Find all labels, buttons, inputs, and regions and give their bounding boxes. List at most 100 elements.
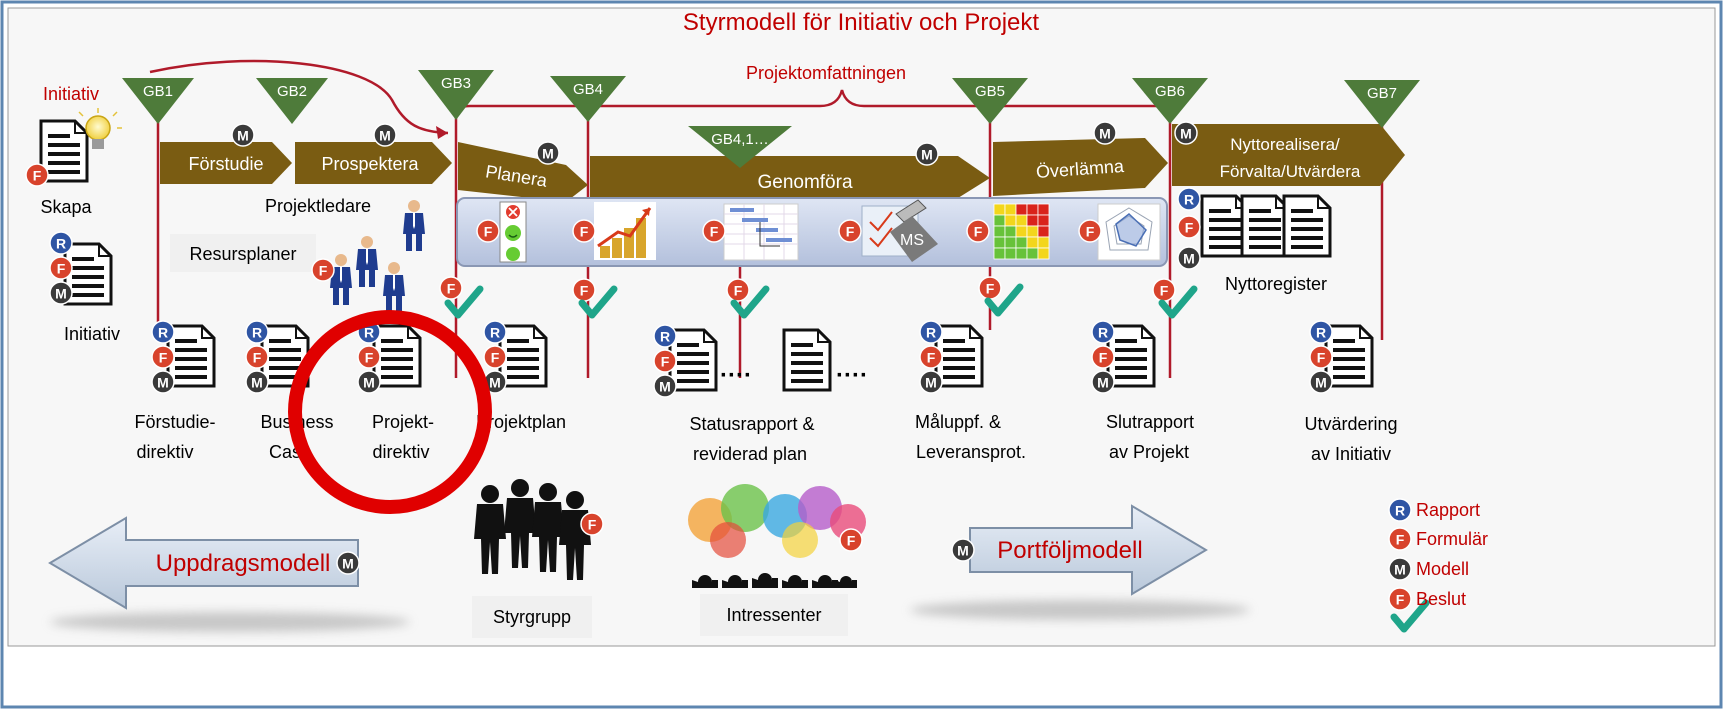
risk-matrix-cell [1004, 203, 1017, 216]
gate-gb4-1: GB4,1… [711, 131, 769, 148]
risk-matrix-cell [1004, 225, 1017, 238]
doc-label-6a: Måluppf. & [915, 412, 1001, 432]
risk-matrix-cell [993, 236, 1006, 249]
phase-planera [458, 142, 588, 202]
risk-matrix-cell [1037, 247, 1050, 260]
status-smiley-icon [499, 201, 527, 263]
doc-label-3b: direktiv [372, 442, 429, 462]
phase-label-prospektera: Prospektera [321, 154, 419, 174]
arrow-shadow-right [910, 600, 1250, 620]
resursplaner-label: Resursplaner [189, 244, 296, 264]
risk-matrix-cell [1026, 247, 1039, 260]
doc-label-3a: Projekt- [372, 412, 434, 432]
initiativ-doc-label: Initiativ [64, 324, 120, 344]
doc-label-1b: direktiv [136, 442, 193, 462]
intressenter-crowd-icon [688, 484, 866, 588]
phase-overlamna [993, 138, 1168, 196]
document-slutrapport [1091, 320, 1156, 394]
document-projektplan [483, 320, 548, 394]
doc-label-5b: reviderad plan [693, 444, 807, 464]
gb1-to-gb3-arrow [149, 59, 449, 135]
doc-label-8a: Utvärdering [1304, 414, 1397, 434]
portfoljmodell-label: Portföljmodell [997, 537, 1142, 564]
legend-beslut: Beslut [1416, 589, 1466, 609]
risk-matrix-cell [1015, 225, 1028, 238]
ms-label: MS [900, 232, 924, 249]
gate-gb2: GB2 [277, 83, 307, 100]
risk-matrix-cell [1015, 203, 1028, 216]
arrow-shadow [50, 612, 410, 632]
intressenter-label: Intressenter [726, 605, 821, 625]
doc-label-6b: Leveransprot. [916, 442, 1026, 462]
risk-matrix-cell [993, 203, 1006, 216]
highlight-circle [288, 310, 492, 514]
resursplaner-box [170, 234, 316, 272]
risk-matrix-cell [993, 247, 1006, 260]
legend-rapport: Rapport [1416, 500, 1480, 520]
projektledare-label: Projektledare [265, 196, 371, 216]
risk-matrix-cell [1037, 203, 1050, 216]
risk-matrix-cell [1004, 214, 1017, 227]
risk-matrix-cell [1037, 236, 1050, 249]
tools-panel [456, 197, 1168, 267]
risk-matrix-cell [1015, 214, 1028, 227]
risk-matrix-cell [1026, 225, 1039, 238]
doc-label-7a: Slutrapport [1106, 412, 1194, 432]
styrgrupp-label: Styrgrupp [493, 607, 571, 627]
svg-text:····: ···· [720, 362, 752, 389]
legend-formular: Formulär [1416, 529, 1488, 549]
gate-gb6: GB6 [1155, 83, 1185, 100]
doc-label-7b: av Projekt [1109, 442, 1189, 462]
phase-genomfora [590, 156, 990, 198]
risk-matrix-cell [1004, 236, 1017, 249]
initiative-label: Initiativ [43, 84, 99, 104]
uppdragsmodell-label: Uppdragsmodell [156, 550, 331, 577]
risk-matrix-cell [993, 225, 1006, 238]
phase-prospektera [295, 142, 452, 184]
risk-matrix-cell [1026, 214, 1039, 227]
risk-matrix-cell [1026, 203, 1039, 216]
radar-chart-icon [1097, 203, 1161, 261]
intressenter-box [700, 594, 848, 636]
gate-gb7: GB7 [1367, 85, 1397, 102]
diagram-title: Styrmodell för Initiativ och Projekt [683, 9, 1039, 36]
lightbulb-icon [78, 108, 122, 149]
document-maluppfyllelse [919, 320, 984, 394]
gate-gb3: GB3 [441, 75, 471, 92]
phase-nyttorealisera [1172, 124, 1405, 186]
signed-document-icon [861, 199, 938, 262]
risk-matrix-cell [1026, 236, 1039, 249]
document-statusrapport: ···· ···· [653, 324, 868, 398]
doc-label-8b: av Initiativ [1311, 444, 1391, 464]
doc-label-5a: Statusrapport & [689, 414, 814, 434]
money-growth-icon [594, 202, 656, 260]
svg-text:····: ···· [836, 362, 868, 389]
gantt-chart-icon [723, 203, 799, 261]
risk-matrix-cell [1037, 225, 1050, 238]
risk-matrix-cell [993, 214, 1006, 227]
document-forstudie-direktiv [151, 320, 216, 394]
gate-gb1: GB1 [143, 83, 173, 100]
risk-matrix-cell [1004, 247, 1017, 260]
gates [122, 70, 1420, 168]
styrgrupp-box [472, 596, 592, 638]
phase-forstudie [160, 142, 292, 184]
risk-matrix-cell [1015, 236, 1028, 249]
gate-gb5: GB5 [975, 83, 1005, 100]
doc-label-4a: Projektplan [476, 412, 566, 432]
portfoljmodell-arrow [969, 504, 1208, 596]
nyttoregister-label: Nyttoregister [1225, 274, 1327, 294]
skapa-label: Skapa [40, 197, 92, 217]
risk-matrix-cell [1015, 247, 1028, 260]
phase-label-forstudie: Förstudie [188, 154, 263, 174]
project-scope-label: Projektomfattningen [746, 63, 906, 83]
phase-label-genomfora: Genomföra [757, 172, 852, 193]
doc-label-1a: Förstudie- [134, 412, 215, 432]
phase-arrows [160, 124, 1405, 202]
gate-gb4: GB4 [573, 81, 603, 98]
document-utvardering [1309, 320, 1374, 394]
phase-label-nyttorealisera: Nyttorealisera/ [1230, 135, 1340, 154]
phase-label-forvalta: Förvalta/Utvärdera [1220, 162, 1361, 181]
nyttoregister-documents [1177, 187, 1332, 270]
